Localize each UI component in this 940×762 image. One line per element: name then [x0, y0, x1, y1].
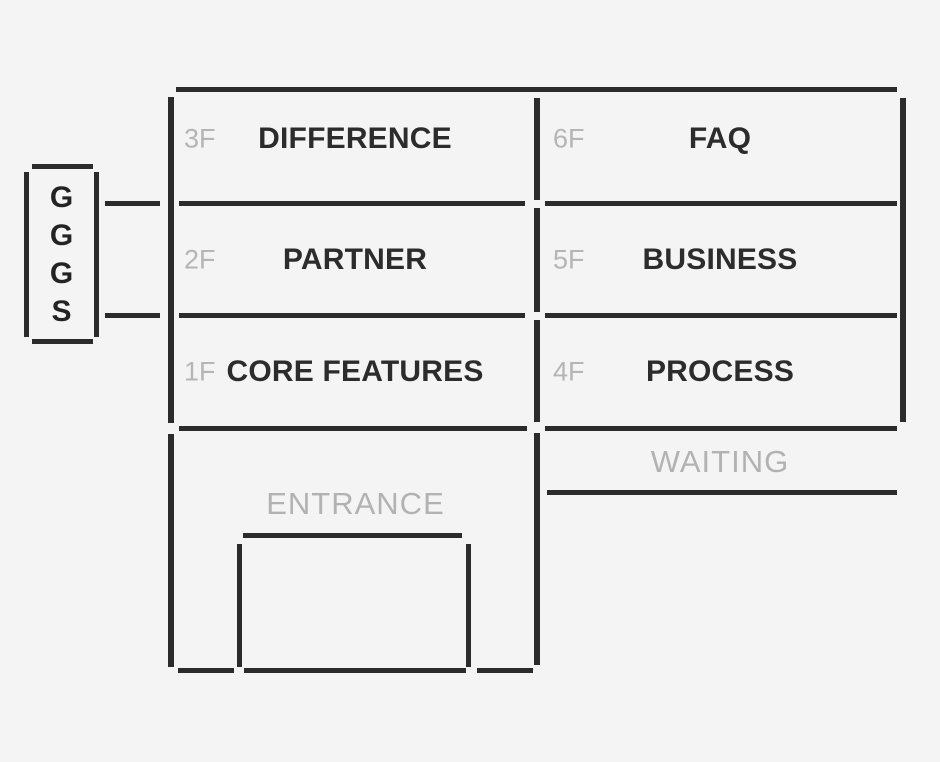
- building-right-wall: [900, 98, 906, 422]
- elevator-top-wall: [32, 164, 93, 169]
- floor-line-4f-bottom: [545, 426, 897, 431]
- floor-number: 1F: [184, 356, 216, 387]
- floor-line-2f-1f: [179, 313, 525, 318]
- room-label: FAQ: [688, 122, 752, 155]
- floor-number: 4F: [553, 356, 585, 387]
- waiting-label: WAITING: [650, 444, 790, 479]
- floor-line-6f-5f: [545, 201, 897, 206]
- room-difference[interactable]: 3F DIFFERENCE: [176, 84, 534, 194]
- door-left-wall: [237, 544, 242, 667]
- floor-line-5f-4f: [545, 313, 897, 318]
- elevator-connector-bottom: [105, 313, 160, 318]
- entrance-bottom-wall-left: [178, 668, 234, 673]
- elevator-left-wall: [24, 172, 29, 337]
- elevator-letter: G: [49, 218, 74, 252]
- room-faq[interactable]: 6F FAQ: [540, 84, 900, 194]
- elevator-letter: G: [49, 180, 74, 214]
- entrance-bottom-wall-right: [477, 668, 533, 673]
- room-core-features[interactable]: 1F CORE FEATURES: [176, 318, 534, 426]
- elevator-gggs[interactable]: G G G S: [24, 172, 99, 337]
- door-bottom-wall: [244, 668, 466, 673]
- door-top-wall: [243, 533, 462, 538]
- building-left-wall-upper: [168, 97, 174, 423]
- room-partner[interactable]: 2F PARTNER: [176, 206, 534, 313]
- building-top-wall: [176, 87, 897, 92]
- room-process[interactable]: 4F PROCESS: [540, 318, 900, 426]
- floor-line-1f-bottom: [179, 426, 527, 431]
- elevator-letter: S: [51, 294, 72, 328]
- room-business[interactable]: 5F BUSINESS: [540, 206, 900, 313]
- floor-line-3f-2f: [179, 201, 525, 206]
- floor-number: 3F: [184, 123, 216, 154]
- elevator-right-wall: [94, 172, 99, 337]
- elevator-connector-top: [105, 201, 160, 206]
- waiting-underline: [547, 490, 897, 495]
- room-label: CORE FEATURES: [226, 355, 484, 388]
- room-label: BUSINESS: [642, 242, 798, 276]
- center-divider-segment-top: [534, 98, 540, 200]
- elevator-bottom-wall: [32, 339, 93, 344]
- center-divider-segment-middle: [534, 208, 540, 312]
- floor-number: 6F: [553, 123, 585, 154]
- door-right-wall: [466, 544, 471, 667]
- entrance-left-wall: [168, 434, 174, 667]
- center-divider-segment-bottom: [534, 320, 540, 422]
- room-label: PARTNER: [282, 242, 428, 276]
- floor-number: 2F: [184, 244, 216, 274]
- elevator-letter: G: [49, 256, 74, 290]
- entrance-right-wall: [534, 433, 540, 665]
- room-label: DIFFERENCE: [258, 122, 452, 155]
- entrance-label: ENTRANCE: [266, 486, 445, 521]
- floor-number: 5F: [553, 244, 585, 274]
- room-label: PROCESS: [645, 355, 795, 388]
